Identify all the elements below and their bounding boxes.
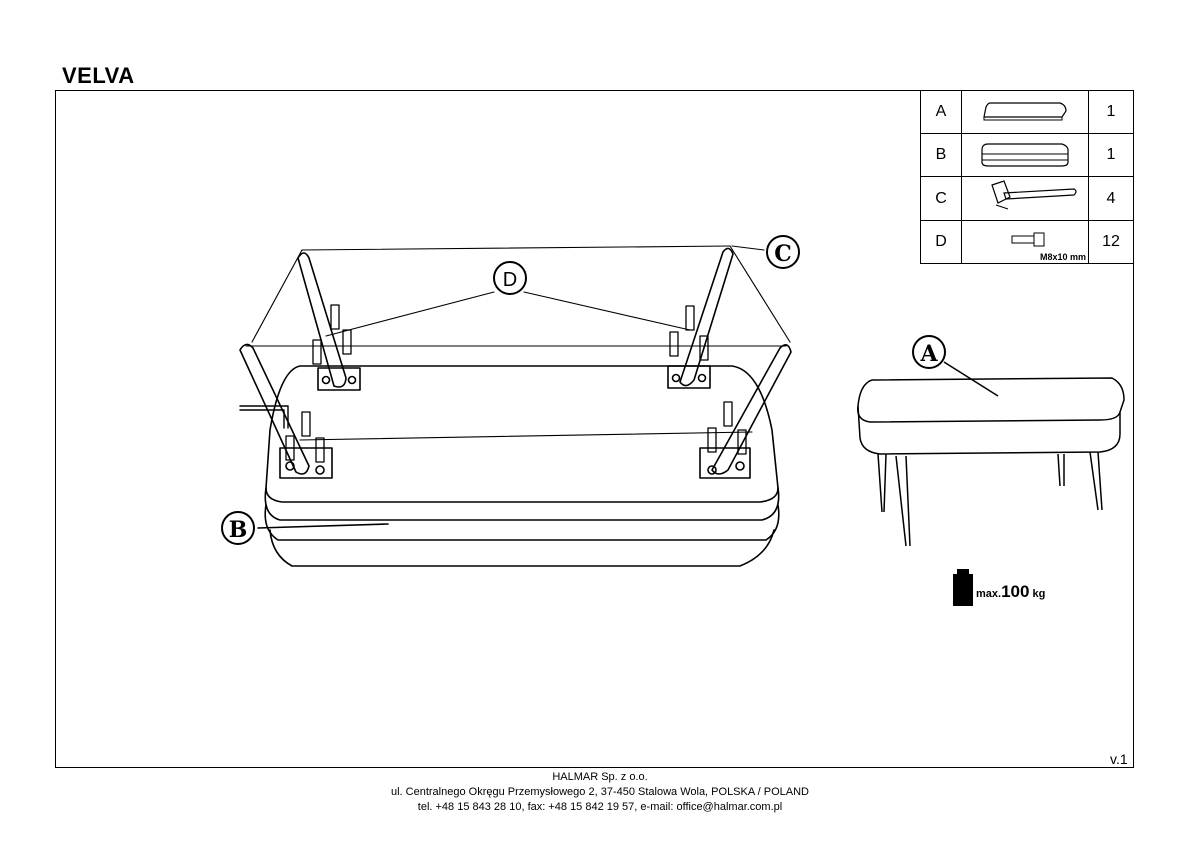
footer-contact: tel. +48 15 843 28 10, fax: +48 15 842 1… xyxy=(417,801,783,813)
max-load-value: 100 xyxy=(1001,582,1030,601)
part-letter: A xyxy=(920,90,962,134)
mounting-plates xyxy=(279,365,751,479)
callout-d xyxy=(493,261,527,295)
callout-label-c: C xyxy=(774,241,792,267)
part-letter: D xyxy=(920,220,962,264)
parts-row: D M8x10 mm 12 xyxy=(920,220,1134,264)
bench-base-part-b xyxy=(257,365,780,567)
callout-label-d: D xyxy=(503,269,517,291)
seat-cushion-icon xyxy=(983,101,1067,120)
footer-company: HALMAR Sp. z o.o. xyxy=(552,771,648,783)
legs-part-c xyxy=(239,247,792,475)
part-quantity: 1 xyxy=(1088,133,1134,177)
callout-label-b: B xyxy=(229,517,248,543)
max-load-prefix: max. xyxy=(976,588,1002,600)
parts-row: C 4 xyxy=(920,176,1134,221)
max-load-label: max.100 kg xyxy=(976,582,1045,602)
callout-b xyxy=(221,511,255,545)
parts-row: A 1 xyxy=(920,90,1134,134)
part-letter: C xyxy=(920,176,962,221)
bolts-part-d xyxy=(285,304,747,463)
part-quantity: 1 xyxy=(1088,90,1134,134)
weight-icon xyxy=(953,569,973,606)
footer: HALMAR Sp. z o.o. ul. Centralnego Okręgu… xyxy=(0,770,1200,815)
callout-a xyxy=(912,335,946,369)
parts-list-table: A 1 B 1 C 4 D xyxy=(920,90,1134,264)
assembled-bench-illustration xyxy=(857,361,1125,547)
max-load-unit: kg xyxy=(1032,588,1046,600)
part-quantity: 12 xyxy=(1088,220,1134,264)
leg-with-plate-icon xyxy=(991,180,1077,210)
footer-address: ul. Centralnego Okręgu Przemysłowego 2, … xyxy=(390,786,809,798)
callout-c xyxy=(766,235,800,269)
document-title: VELVA xyxy=(62,63,135,88)
callout-label-a: A xyxy=(919,341,938,367)
bolt-dimension: M8x10 mm xyxy=(1039,252,1086,262)
version-label: v.1 xyxy=(1110,751,1128,767)
bolt-icon xyxy=(1011,232,1045,246)
part-quantity: 4 xyxy=(1088,176,1134,221)
hex-key-icon xyxy=(239,405,289,429)
part-letter: B xyxy=(920,133,962,177)
drawing-frame xyxy=(55,90,1134,768)
parts-row: B 1 xyxy=(920,133,1134,177)
bench-base-icon xyxy=(981,142,1069,167)
